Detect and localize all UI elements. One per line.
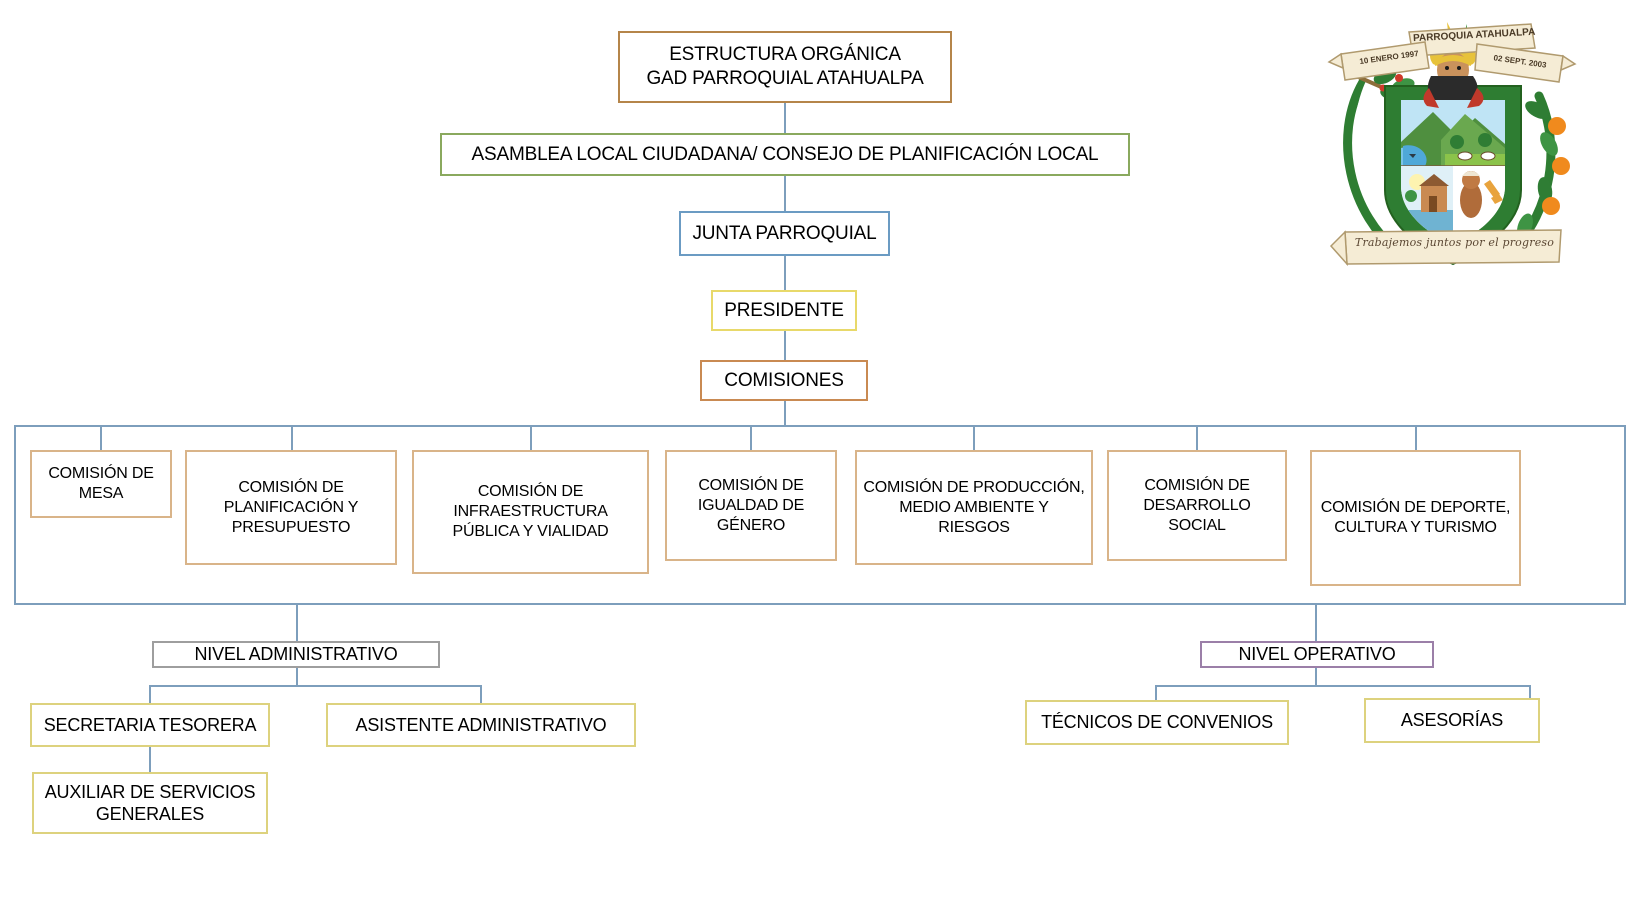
connector-admin-drop	[296, 668, 298, 685]
connector-stub-commission-4	[750, 427, 752, 450]
connector-stub-commission-6	[1196, 427, 1198, 450]
connector-stub-commission-5	[973, 427, 975, 450]
connector-operativo-bracket	[1155, 685, 1531, 687]
connector-operativo-drop	[1315, 668, 1317, 685]
node-comision-infraestructura-vialidad: COMISIÓN DE INFRAESTRUCTURA PÚBLICA Y VI…	[412, 450, 649, 574]
node-comision-igualdad-genero: COMISIÓN DE IGUALDAD DE GÉNERO	[665, 450, 837, 561]
connector-stub-commission-1	[100, 427, 102, 450]
commissions-container	[14, 425, 1626, 605]
node-junta-parroquial: JUNTA PARROQUIAL	[679, 211, 890, 256]
title-line-1: ESTRUCTURA ORGÁNICA	[669, 44, 901, 66]
connector-operativo-to-asesorias	[1529, 685, 1531, 700]
node-tecnicos-de-convenios: TÉCNICOS DE CONVENIOS	[1025, 700, 1289, 745]
connector-admin-to-secretaria	[149, 685, 151, 703]
node-secretaria-tesorera: SECRETARIA TESORERA	[30, 703, 270, 747]
node-nivel-administrativo: NIVEL ADMINISTRATIVO	[152, 641, 440, 668]
connector-container-to-nivel-operativo	[1315, 605, 1317, 641]
coat-of-arms-svg	[1327, 22, 1577, 267]
title-line-2: GAD PARROQUIAL ATAHUALPA	[646, 68, 924, 89]
connector-presidente-to-comisiones	[784, 331, 786, 360]
connector-assembly-to-junta	[784, 176, 786, 211]
connector-admin-bracket	[149, 685, 482, 687]
node-asamblea-local-ciudadana: ASAMBLEA LOCAL CIUDADANA/ CONSEJO DE PLA…	[440, 133, 1130, 176]
connector-container-to-nivel-administrativo	[296, 605, 298, 641]
emblem-motto-text: Trabajemos juntos por el progreso	[1354, 236, 1555, 249]
connector-admin-to-asistente	[480, 685, 482, 703]
node-comision-produccion-ambiente-riesgos: COMISIÓN DE PRODUCCIÓN, MEDIO AMBIENTE Y…	[855, 450, 1093, 565]
node-comision-desarrollo-social: COMISIÓN DE DESARROLLO SOCIAL	[1107, 450, 1287, 561]
parish-coat-of-arms: PARROQUIA ATAHUALPA 10 ENERO 1997 02 SEP…	[1325, 14, 1580, 276]
connector-junta-to-presidente	[784, 256, 786, 290]
node-comision-planificacion-presupuesto: COMISIÓN DE PLANIFICACIÓN Y PRESUPUESTO	[185, 450, 397, 565]
node-presidente: PRESIDENTE	[711, 290, 857, 331]
connector-secretaria-to-auxiliar	[149, 747, 151, 772]
connector-title-to-assembly	[784, 103, 786, 133]
connector-stub-commission-3	[530, 427, 532, 450]
node-comision-mesa: COMISIÓN DE MESA	[30, 450, 172, 518]
node-asistente-administrativo: ASISTENTE ADMINISTRATIVO	[326, 703, 636, 747]
node-auxiliar-servicios-generales: AUXILIAR DE SERVICIOS GENERALES	[32, 772, 268, 834]
connector-stub-commission-7	[1415, 427, 1417, 450]
connector-operativo-to-tecnicos	[1155, 685, 1157, 700]
connector-comisiones-to-container	[784, 401, 786, 426]
connector-stub-commission-2	[291, 427, 293, 450]
node-nivel-operativo: NIVEL OPERATIVO	[1200, 641, 1434, 668]
node-asesorias: ASESORÍAS	[1364, 698, 1540, 743]
node-comision-deporte-cultura-turismo: COMISIÓN DE DEPORTE, CULTURA Y TURISMO	[1310, 450, 1521, 586]
node-title-estructura-organica: ESTRUCTURA ORGÁNICA GAD PARROQUIAL ATAHU…	[618, 31, 952, 103]
node-comisiones: COMISIONES	[700, 360, 868, 401]
